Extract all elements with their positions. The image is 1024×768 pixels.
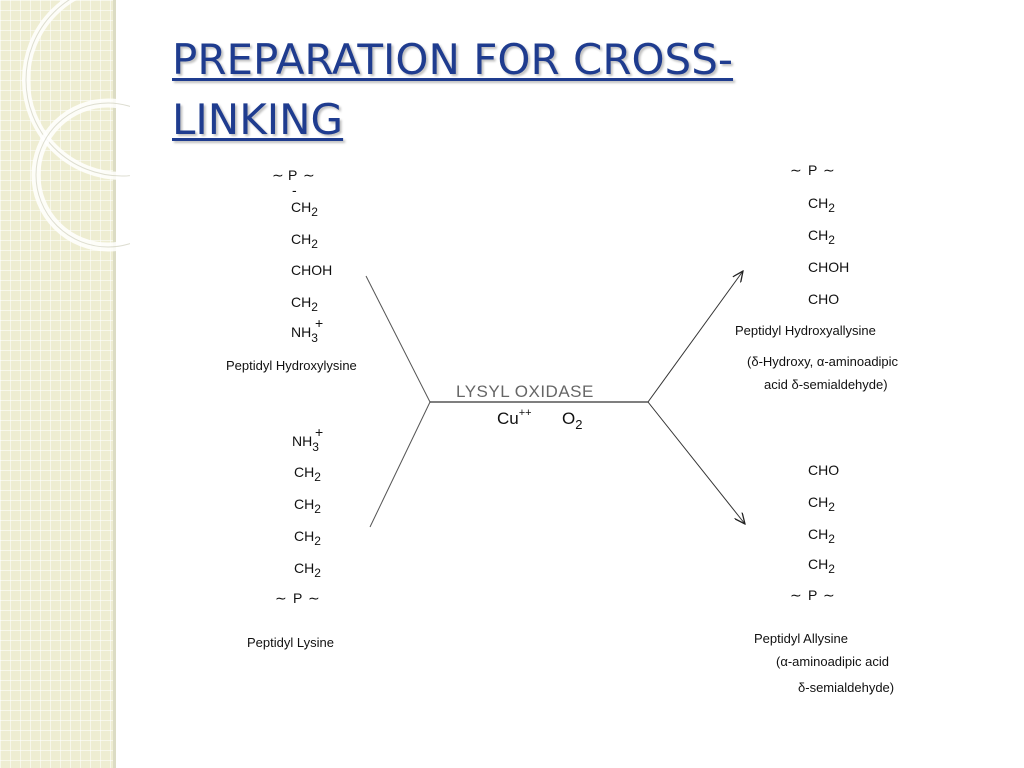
backbone-p: P	[808, 587, 817, 603]
slide-title: PREPARATION FOR CROSS- LINKING	[172, 30, 992, 150]
reactant-line-top	[365, 275, 431, 403]
cofactor-oxygen: O2	[562, 409, 582, 432]
ch2-group: CH2	[294, 528, 321, 548]
arrow-to-hydroxyallysine	[647, 271, 743, 403]
hydroxyallysine-description-line-1: (δ-Hydroxy, α-aminoadipic	[747, 354, 899, 369]
arrow-to-allysine	[647, 401, 745, 524]
side-strip-border	[113, 0, 116, 768]
choh-group: CHOH	[291, 262, 332, 278]
backbone-tilde-right: ∼	[308, 590, 320, 606]
backbone-tilde-left: ∼	[275, 590, 287, 606]
ch2-group: CH2	[294, 560, 321, 580]
label-peptidyl-allysine: Peptidyl Allysine	[754, 631, 848, 646]
allysine-description-line-2: δ-semialdehyde)	[798, 680, 894, 695]
ch2-group: CH2	[294, 496, 321, 516]
slide-title-line-1: PREPARATION FOR CROSS-	[172, 35, 734, 84]
nh3-charge: +	[315, 315, 323, 331]
label-peptidyl-hydroxyallysine: Peptidyl Hydroxyallysine	[735, 323, 876, 338]
backbone-p: P	[293, 590, 302, 606]
enzyme-label: LYSYL OXIDASE	[456, 382, 594, 401]
label-peptidyl-lysine: Peptidyl Lysine	[247, 635, 334, 650]
ch2-group: CH2	[808, 227, 835, 247]
reactant-line-bottom	[369, 401, 431, 528]
ch2-group: CH2	[291, 231, 318, 251]
bond: -	[292, 182, 297, 198]
ch2-group: CH2	[808, 556, 835, 576]
ch2-group: CH2	[808, 195, 835, 215]
cofactor-copper: Cu++	[497, 407, 532, 428]
ch2-group: CH2	[808, 494, 835, 514]
backbone-tilde-right: ∼	[823, 587, 835, 603]
backbone-tilde-left: ∼	[790, 587, 802, 603]
backbone-p: P	[808, 162, 817, 178]
backbone-p: P	[288, 167, 297, 183]
backbone-tilde-left: ∼	[272, 167, 284, 183]
choh-group: CHOH	[808, 259, 849, 275]
nh3-charge: +	[315, 424, 323, 440]
ch2-group: CH2	[291, 199, 318, 219]
cho-group: CHO	[808, 291, 839, 307]
backbone-tilde-right: ∼	[303, 167, 315, 183]
ch2-group: CH2	[291, 294, 318, 314]
nh3-plus-group: NH3	[292, 433, 319, 454]
allysine-description-line-1: (α-aminoadipic acid	[776, 654, 889, 669]
cho-group: CHO	[808, 462, 839, 478]
backbone-tilde-right: ∼	[823, 162, 835, 178]
slide-title-line-2: LINKING	[172, 95, 344, 144]
nh3-plus-group: NH3	[291, 324, 318, 345]
ch2-group: CH2	[294, 464, 321, 484]
hydroxyallysine-description-line-2: acid δ-semialdehyde)	[764, 377, 888, 392]
decorative-rings	[22, 0, 130, 252]
label-peptidyl-hydroxylysine: Peptidyl Hydroxylysine	[226, 358, 357, 373]
peptidyl-lysine-structure: NH3 + CH2 CH2 CH2 CH2 ∼ P ∼ Peptidyl Lys…	[247, 424, 334, 650]
peptidyl-hydroxylysine-structure: ∼ P ∼ - CH2 CH2 CHOH CH2 NH3 + Peptidyl …	[226, 167, 357, 373]
peptidyl-allysine-structure: CHO CH2 CH2 CH2 ∼ P ∼ Peptidyl Allysine …	[754, 462, 894, 695]
ch2-group: CH2	[808, 526, 835, 546]
peptidyl-hydroxyallysine-structure: ∼ P ∼ CH2 CH2 CHOH CHO Peptidyl Hydroxya…	[735, 162, 899, 392]
backbone-tilde-left: ∼	[790, 162, 802, 178]
